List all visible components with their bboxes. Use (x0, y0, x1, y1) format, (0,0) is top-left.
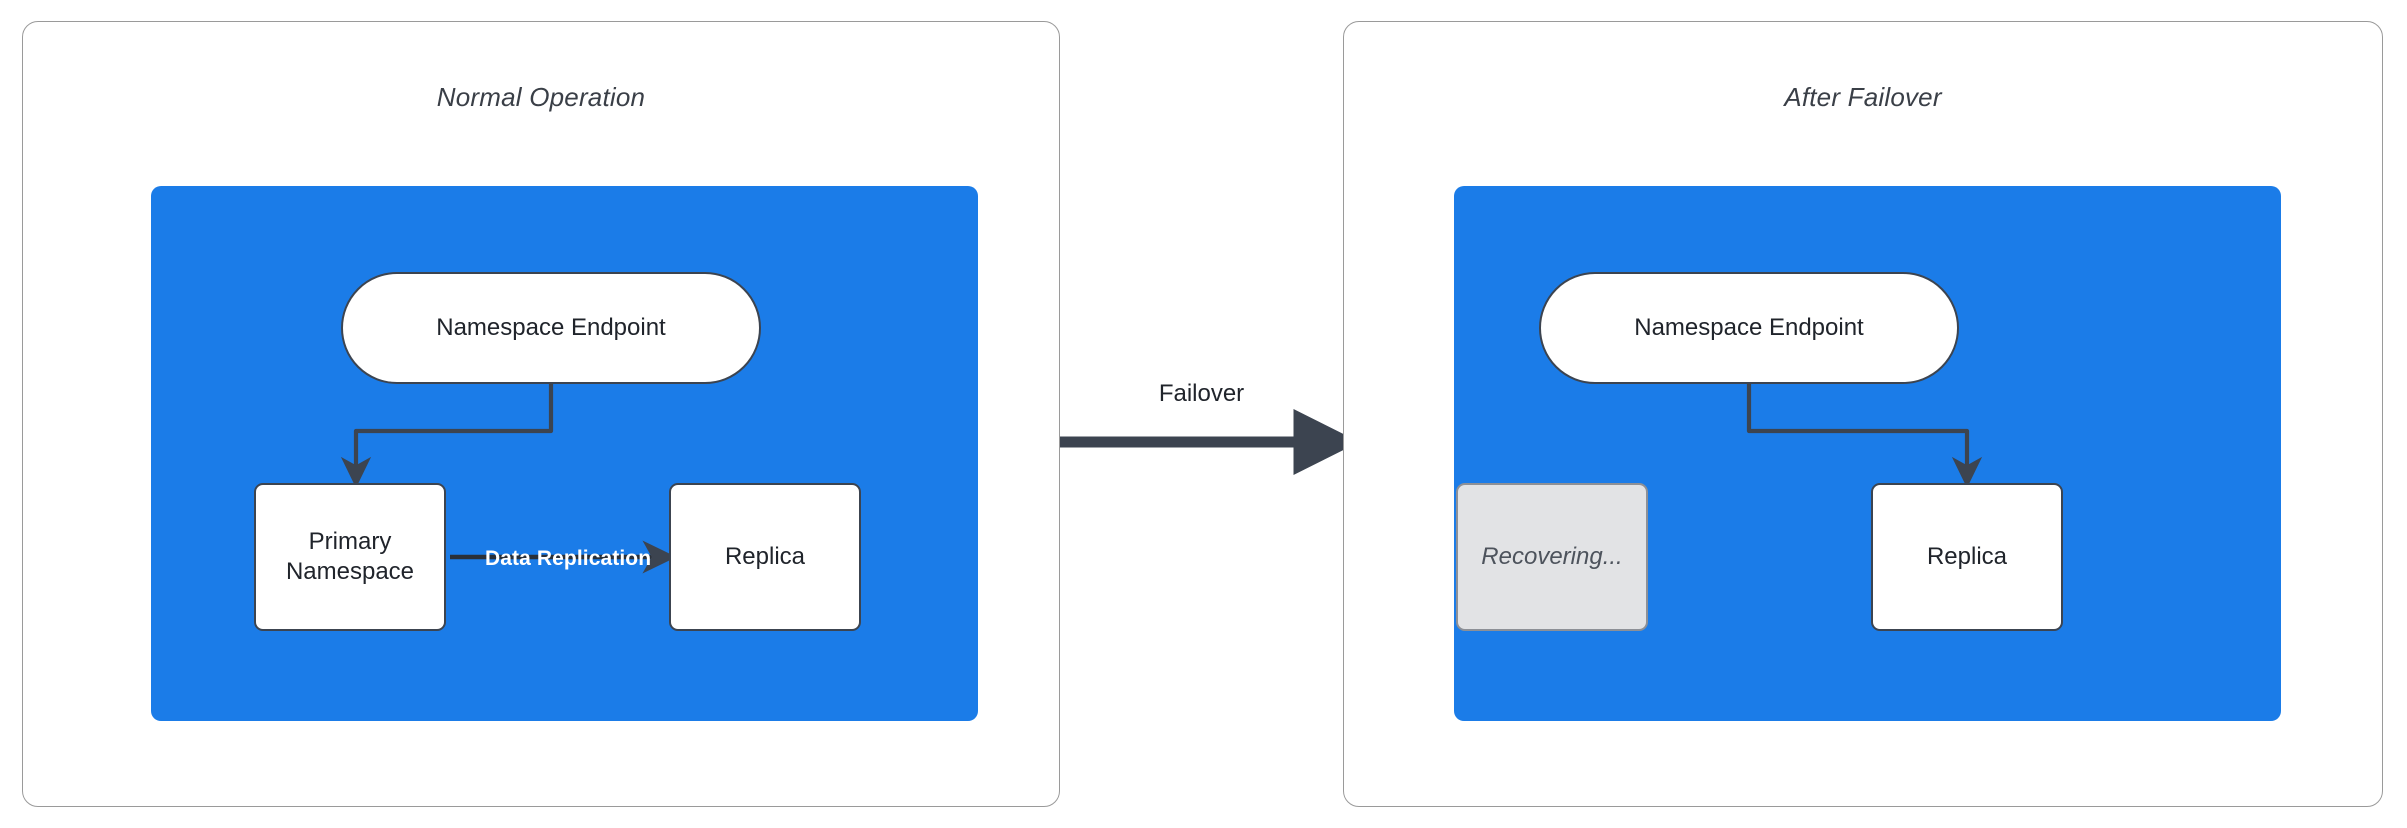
panel-normal-operation: Normal Operation Namespace Endpo (22, 21, 1060, 807)
panel-after-failover: After Failover Namespace Endpoint Recove… (1343, 21, 2383, 807)
node-namespace-endpoint-left[interactable]: Namespace Endpoint (341, 272, 761, 384)
node-label: Namespace Endpoint (1634, 314, 1864, 341)
panel-title-normal-operation: Normal Operation (436, 82, 646, 112)
panel-title-after-failover: After Failover (1784, 82, 1942, 112)
edge-label-data-replication: Data Replication (485, 547, 652, 570)
node-label: Replica (724, 543, 806, 570)
node-recovering[interactable]: Recovering... (1456, 483, 1648, 631)
node-label-line2: Namespace (285, 558, 415, 585)
node-namespace-endpoint-right[interactable]: Namespace Endpoint (1539, 272, 1959, 384)
node-label: Replica (1926, 543, 2008, 570)
node-replica-right[interactable]: Replica (1871, 483, 2063, 631)
failover-label: Failover (1158, 380, 1245, 407)
node-label-line1: Primary (308, 528, 392, 555)
node-label: Recovering... (1481, 543, 1623, 570)
node-label: Namespace Endpoint (436, 314, 666, 341)
node-replica-left[interactable]: Replica (669, 483, 861, 631)
failover-transition: Failover (1060, 380, 1360, 490)
region-namespace-left (151, 186, 978, 721)
region-namespace-right (1454, 186, 2281, 721)
